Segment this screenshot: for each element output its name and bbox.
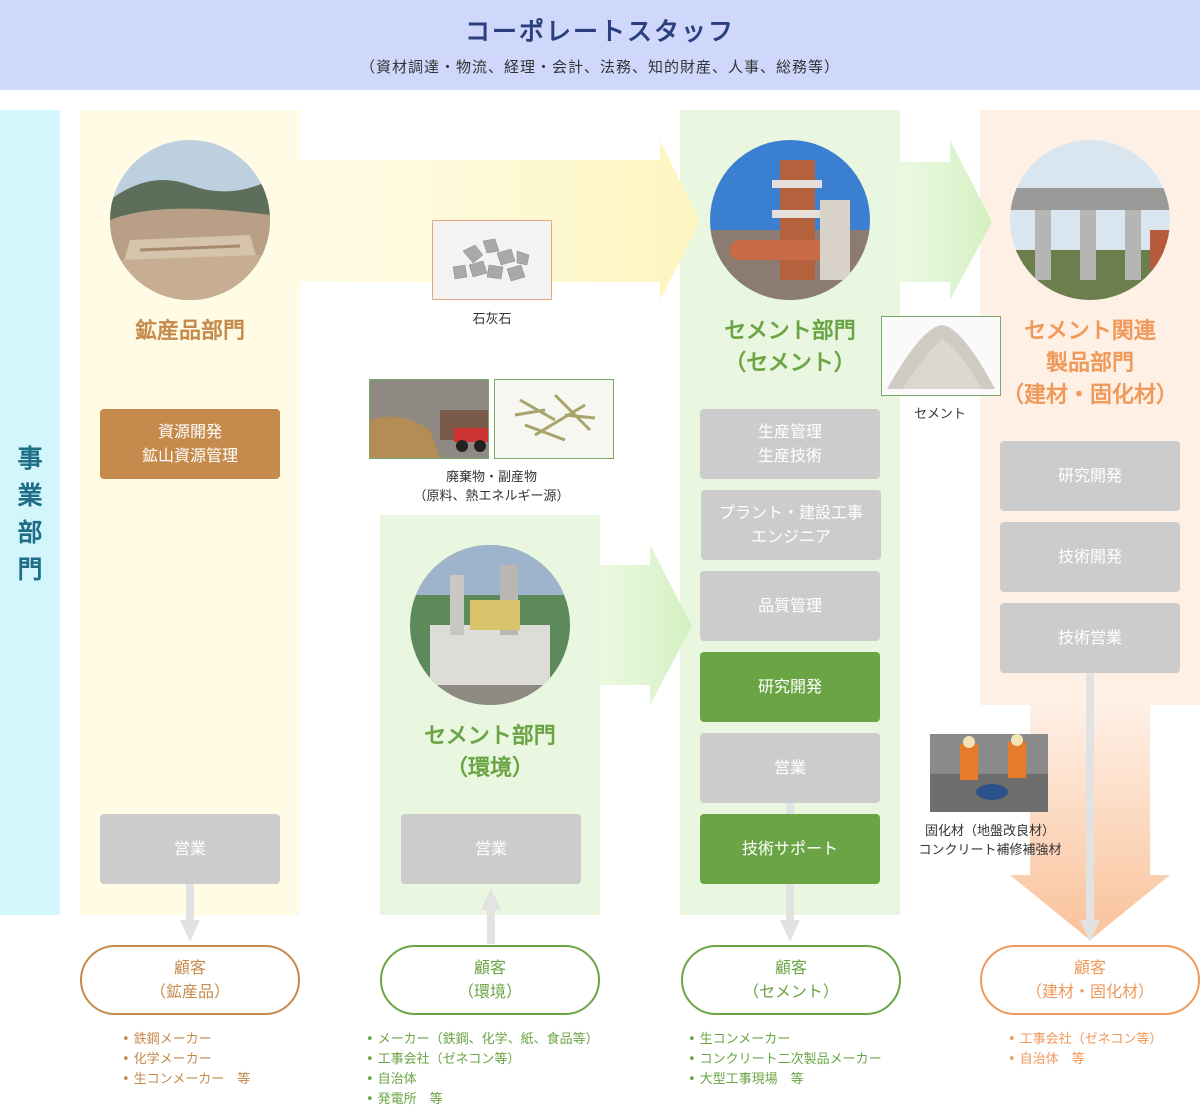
cement-customer-list: 生コンメーカー コンクリート二次製品メーカー 大型工事現場 等 xyxy=(688,1030,882,1090)
waste-caption: 廃棄物・副産物 （原料、熱エネルギー源） xyxy=(413,470,570,504)
solidifier-work-photo xyxy=(930,734,1048,812)
environment-department-title: セメント部門 （環境） xyxy=(424,724,556,781)
products-tech-sales-box: 技術営業 xyxy=(1000,603,1180,673)
corporate-staff-banner xyxy=(0,0,1200,90)
business-division-sidebar xyxy=(0,110,60,915)
arrow-environment-to-cement xyxy=(600,545,692,705)
products-rnd-box: 研究開発 xyxy=(1000,441,1180,511)
list-item: 生コンメーカー 等 xyxy=(122,1070,251,1090)
quarry-photo xyxy=(110,140,270,300)
list-item: 鉄鋼メーカー xyxy=(122,1030,250,1050)
list-item: 大型工事現場 等 xyxy=(688,1070,882,1090)
mineral-customer-list: 鉄鋼メーカー 化学メーカー 生コンメーカー 等 xyxy=(122,1030,251,1090)
wood-chips-photo xyxy=(494,379,614,459)
list-item: 化学メーカー xyxy=(122,1050,250,1070)
resource-development-box: 資源開発 鉱山資源管理 xyxy=(100,409,280,479)
cement-rnd-box: 研究開発 xyxy=(700,652,880,722)
business-division-label: 事 業 部 門 xyxy=(17,444,43,584)
environment-customer-list: メーカー（鉄鋼、化学、紙、食品等） 工事会社（ゼネコン等） 自治体 発電所 等 xyxy=(366,1030,599,1110)
mineral-customer-oval: 顧客 （鉱産品） xyxy=(80,945,300,1015)
technical-support-box: 技術サポート xyxy=(700,814,880,884)
cement-powder-photo xyxy=(881,316,1001,396)
products-customer-oval: 顧客 （建材・固化材） xyxy=(980,945,1200,1015)
environment-customer-oval: 顧客 （環境） xyxy=(380,945,600,1015)
list-item: コンクリート二次製品メーカー xyxy=(688,1050,882,1070)
solidifier-caption: 固化材（地盤改良材） コンクリート補修補強材 xyxy=(918,824,1062,858)
quality-control-box: 品質管理 xyxy=(700,571,880,641)
list-item: 生コンメーカー xyxy=(688,1030,882,1050)
cement-sales-box: 営業 xyxy=(700,733,880,803)
bridge-photo xyxy=(1010,140,1170,300)
plant-engineering-box: プラント・建設工事 エンジニア xyxy=(701,490,881,560)
cement-products-department-title: セメント関連 製品部門 （建材・固化材） xyxy=(1001,319,1178,408)
environment-sales-box: 営業 xyxy=(401,814,581,884)
list-item: 発電所 等 xyxy=(366,1090,599,1110)
corporate-staff-title: コーポレートスタッフ xyxy=(464,17,735,46)
waste-facility-photo xyxy=(410,545,570,705)
products-customer-list: 工事会社（ゼネコン等） 自治体 等 xyxy=(1008,1030,1163,1070)
corporate-staff-subtitle: （資材調達・物流、経理・会計、法務、知的財産、人事、総務等） xyxy=(359,58,840,76)
cement-caption: セメント xyxy=(914,407,966,422)
products-tech-development-box: 技術開発 xyxy=(1000,522,1180,592)
production-management-box: 生産管理 生産技術 xyxy=(700,409,880,479)
list-item: 工事会社（ゼネコン等） xyxy=(366,1050,599,1070)
list-item: 自治体 等 xyxy=(1008,1050,1162,1070)
arrow-cement-to-products xyxy=(900,140,992,300)
list-item: 工事会社（ゼネコン等） xyxy=(1008,1030,1163,1050)
list-item: メーカー（鉄鋼、化学、紙、食品等） xyxy=(366,1030,599,1050)
list-item: 自治体 xyxy=(366,1070,599,1090)
cement-department-title: セメント部門 （セメント） xyxy=(724,319,856,376)
mineral-department-title: 鉱産品部門 xyxy=(134,319,245,344)
mineral-sales-box: 営業 xyxy=(100,814,280,884)
limestone-photo xyxy=(432,220,552,300)
cement-plant-photo xyxy=(710,140,870,300)
waste-dump-truck-photo xyxy=(369,379,489,459)
cement-customer-oval: 顧客 （セメント） xyxy=(681,945,901,1015)
limestone-caption: 石灰石 xyxy=(472,312,512,327)
